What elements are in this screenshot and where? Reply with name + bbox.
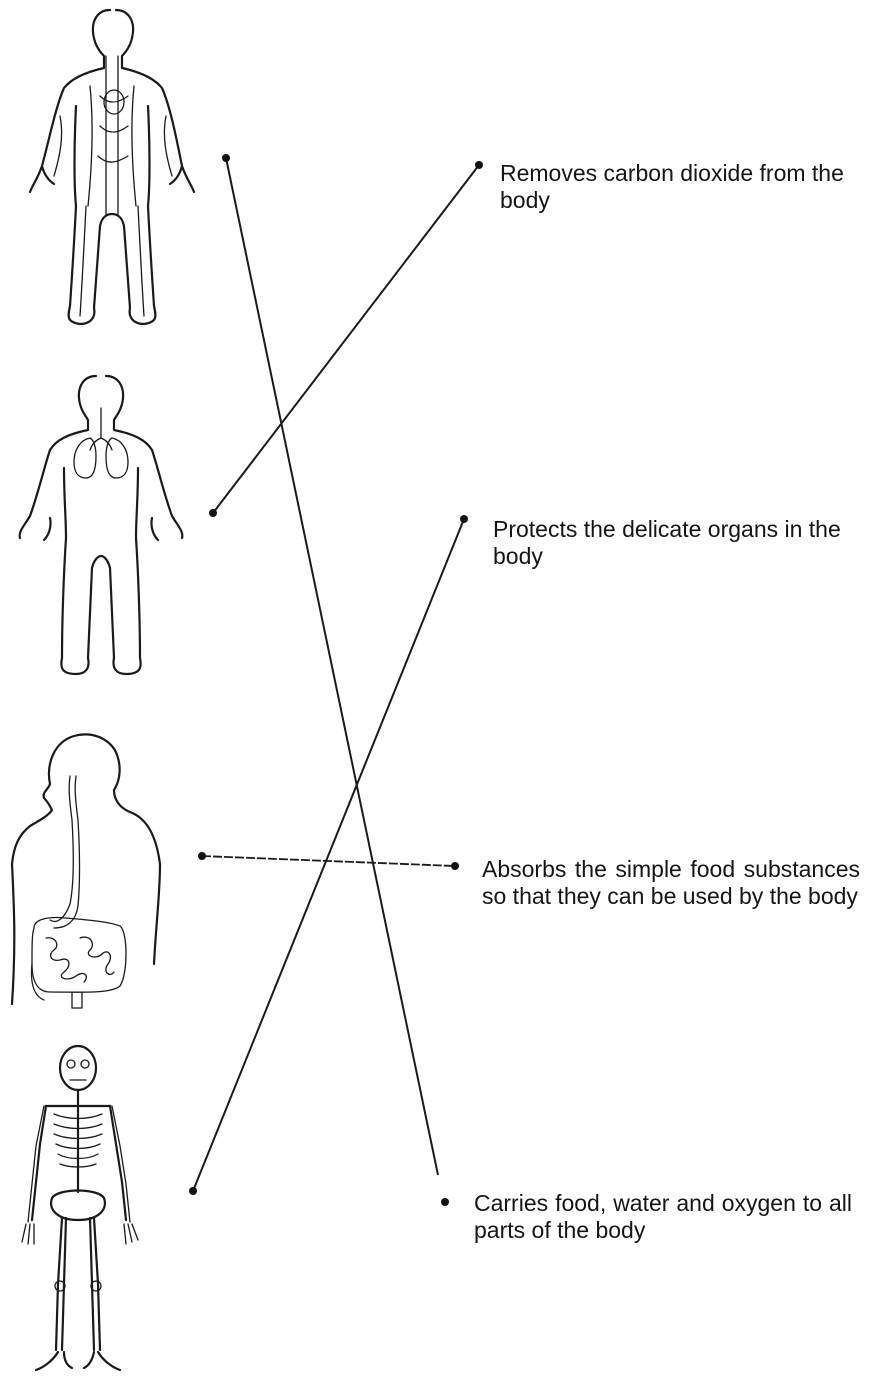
digestive-system-figure [10, 724, 180, 1014]
dot-digestive [198, 852, 206, 860]
dot-carries [441, 1198, 449, 1206]
circulatory-system-figure [20, 6, 200, 331]
respiratory-system-figure [8, 368, 188, 683]
dot-removes [475, 161, 483, 169]
statement-carries-food-water-oxygen: Carries food, water and oxygen to all pa… [474, 1190, 852, 1244]
statement-removes-carbon-dioxide: Removes carbon dioxide from the body [500, 160, 870, 214]
statement-absorbs-simple-food: Absorbs the simple food substances so th… [482, 856, 860, 910]
dot-circulatory [222, 154, 230, 162]
dot-protects [460, 515, 468, 523]
dot-absorbs [451, 862, 459, 870]
match-line-respiratory [213, 165, 479, 513]
skeletal-system-figure [18, 1040, 153, 1378]
digestive-system-icon [10, 724, 180, 1014]
dot-skeletal [189, 1187, 197, 1195]
respiratory-system-icon [8, 368, 188, 683]
circulatory-system-icon [20, 6, 200, 331]
dot-respiratory [209, 509, 217, 517]
match-line-skeletal [193, 519, 464, 1191]
skeletal-system-icon [18, 1040, 153, 1378]
match-line-circulatory [226, 158, 438, 1175]
statement-protects-delicate-organs: Protects the delicate organs in the body [493, 516, 873, 570]
